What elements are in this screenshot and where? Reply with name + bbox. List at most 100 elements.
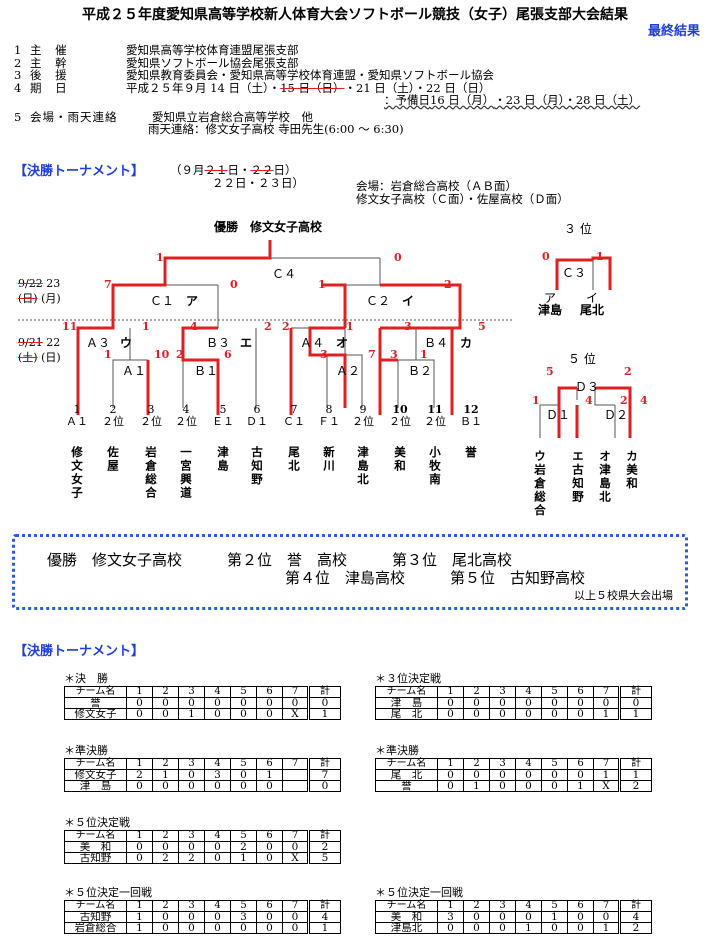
info-value: 愛知県ソフトボール協会尾張支部 [126, 55, 299, 70]
winner-line [595, 386, 632, 438]
score-cell: 0 [256, 697, 283, 709]
info-value: 愛知県教育委員会・愛知県高等学校体育連盟・愛知県ソフトボール協会 [126, 68, 494, 82]
team-name: 古知野 [250, 446, 264, 487]
winner-line [76, 240, 272, 415]
team-name: 誉 [464, 446, 478, 460]
score-cell: 0 [152, 708, 179, 720]
score-header-cell: 6 [567, 900, 594, 912]
score-cell: 0 [282, 911, 309, 923]
scoreboard-title: ＊準決勝 [375, 744, 419, 757]
seed-number: 9 [359, 403, 367, 416]
score: 3 [390, 348, 398, 361]
team-name: 津島 [538, 303, 563, 317]
score-cell: 0 [437, 708, 464, 720]
score: 0 [542, 250, 550, 263]
score-cell: 4 [307, 911, 341, 923]
score-header-cell: 7 [282, 686, 309, 698]
score: 1 [156, 251, 164, 264]
third-place-label: ３ 位 [564, 222, 592, 236]
score-cell: 1 [515, 922, 542, 934]
score-cell: 0 [593, 911, 620, 923]
score-cell: 1 [126, 922, 153, 934]
score-cell: 0 [152, 922, 179, 934]
score-header-cell: 7 [593, 686, 620, 698]
game-code: Ｄ３ [575, 380, 600, 394]
game-code: Ｃ３ [562, 266, 587, 280]
team-name: 岩倉総合 [533, 463, 547, 518]
score-cell: 0 [204, 780, 231, 792]
score-cell: 0 [463, 708, 490, 720]
venue-value: 愛知県立岩倉総合高等学校 他 [152, 109, 313, 124]
score-cell: 0 [515, 697, 542, 709]
team-name: 新川 [322, 446, 336, 473]
score-cell: 0 [515, 769, 542, 781]
team-name: 岩倉総合 [144, 446, 158, 500]
info-num: 3 [14, 68, 22, 82]
score-cell: 0 [152, 841, 179, 853]
score-cell: 1 [256, 769, 283, 781]
score: 4 [190, 320, 198, 333]
reserve-struck: 16 日（月） [430, 93, 495, 107]
score-header-cell: 2 [463, 758, 490, 770]
score-header-cell: 3 [178, 686, 205, 698]
score-cell: 0 [515, 708, 542, 720]
score-cell: 0 [489, 922, 516, 934]
bracket-line [539, 388, 616, 438]
score-cell: 1 [463, 780, 490, 792]
game-letter: イ [402, 294, 415, 308]
score-cell: 2 [178, 852, 205, 864]
score-cell: 0 [256, 708, 283, 720]
score-header-cell: 2 [152, 830, 179, 842]
seed-number: 11 [427, 403, 443, 416]
winner-line [380, 283, 462, 330]
score-cell: 2 [126, 769, 153, 781]
score-cell: 0 [515, 911, 542, 923]
seed-number: 5 [219, 403, 227, 416]
score-cell: 0 [489, 780, 516, 792]
score-header-cell: 1 [437, 900, 464, 912]
score-cell: X [282, 708, 309, 720]
score-header-cell: チーム名 [64, 758, 127, 770]
game-code: Ｃ１ [150, 294, 175, 308]
score-header-cell: 3 [178, 900, 205, 912]
score-header-cell: 計 [618, 758, 652, 770]
score-cell: 0 [463, 769, 490, 781]
score: 1 [142, 320, 150, 333]
score: 2 [282, 320, 290, 333]
score-cell [282, 769, 309, 781]
score-cell: 0 [489, 697, 516, 709]
game-code: Ａ１ [122, 364, 147, 378]
bracket-line [165, 284, 219, 328]
game-code: Ｃ４ [272, 267, 297, 281]
seed-label: ２位 [102, 415, 124, 428]
team-cell: 古知野 [64, 911, 127, 923]
team-name: 尾北 [580, 303, 605, 317]
score: 2 [176, 348, 184, 361]
score-header-cell: チーム名 [64, 830, 127, 842]
results-box: 優勝 修文女子高校 第２位 誉 高校 第３位 尾北高校 第４位 津島高校 第５位… [12, 534, 688, 610]
team-name: 尾北 [287, 446, 301, 473]
info-num: 1 [14, 43, 22, 57]
score: 4 [640, 394, 648, 407]
score-cell: 0 [437, 922, 464, 934]
dates-text: 日） [273, 163, 297, 177]
team-letter: オ [598, 450, 612, 464]
team-cell: 誉 [375, 780, 438, 792]
score-cell: 0 [152, 697, 179, 709]
score-cell: 0 [230, 922, 257, 934]
seed-label: Ｂ１ [460, 415, 482, 428]
score-header-cell: 3 [489, 686, 516, 698]
score-cell: 0 [126, 852, 153, 864]
score: 2 [624, 365, 632, 378]
score-header-cell: 5 [541, 758, 568, 770]
